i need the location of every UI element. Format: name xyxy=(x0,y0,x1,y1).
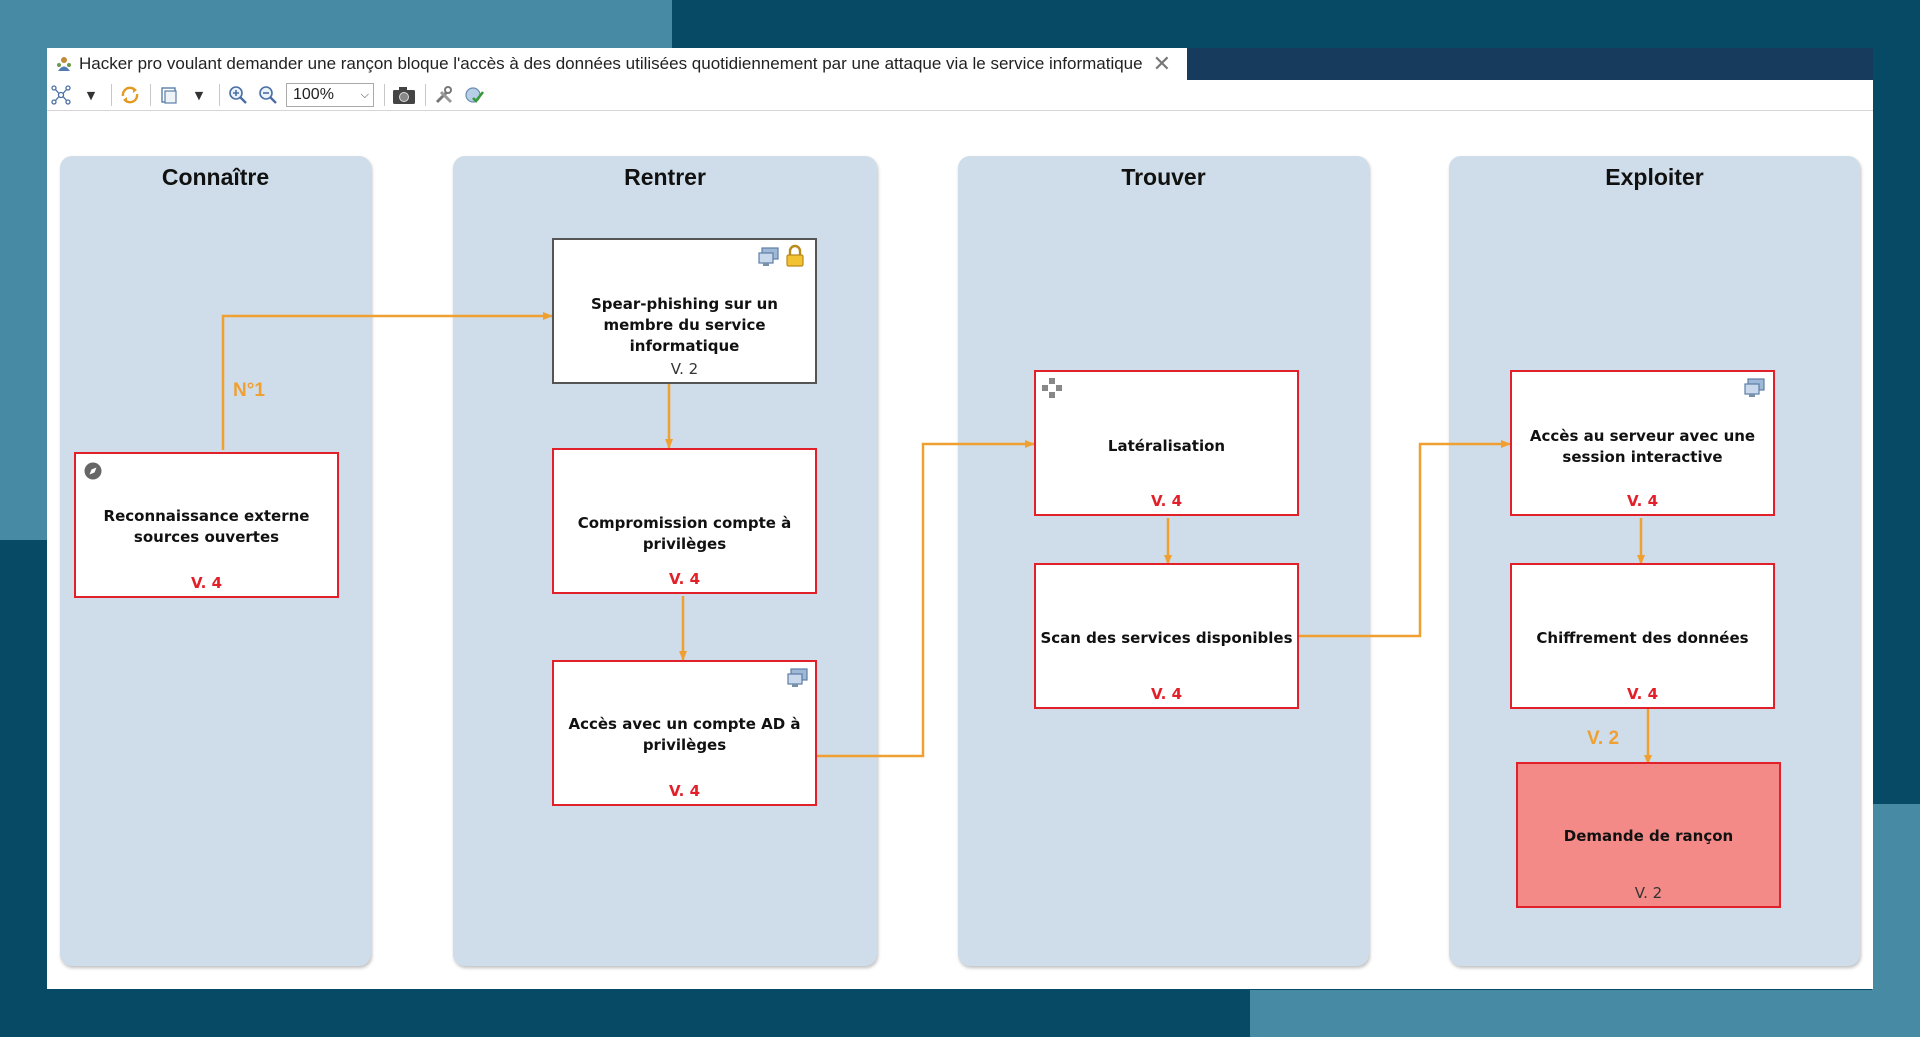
node-version: V. 4 xyxy=(1150,685,1183,703)
computer-icon xyxy=(1743,377,1767,403)
users-icon xyxy=(55,55,73,73)
node-version: V. 4 xyxy=(1150,492,1183,510)
lock-icon xyxy=(784,244,806,272)
tab-bar: Hacker pro voulant demander une rançon b… xyxy=(47,48,1873,80)
edge-scan-serveur xyxy=(1297,440,1511,638)
editor-window: Hacker pro voulant demander une rançon b… xyxy=(47,48,1873,989)
zoom-select[interactable]: 100% ⌵ xyxy=(286,83,374,107)
copy-dropdown-icon[interactable]: ▼ xyxy=(194,88,204,102)
separator xyxy=(150,84,151,106)
compass-icon xyxy=(83,461,103,485)
node-label: Demande de rançon xyxy=(1563,827,1734,845)
node-label: Reconnaissance externe sources ouvertes xyxy=(103,507,310,546)
lane-title: Rentrer xyxy=(624,164,706,190)
node-acces-ad[interactable]: Accès avec un compte AD à privilèges V. … xyxy=(552,660,817,806)
edges-layer xyxy=(221,312,1652,765)
node-acces-serveur[interactable]: Accès au serveur avec une session intera… xyxy=(1510,370,1775,516)
lane-trouver: Trouver xyxy=(958,156,1369,966)
diagram-canvas: Connaître Rentrer Trouver Exploiter xyxy=(47,110,1873,989)
node-demande-rancon[interactable]: Demande de rançon V. 2 xyxy=(1516,762,1781,908)
background-block xyxy=(1872,804,1920,1004)
edge-label: N°1 xyxy=(233,380,265,401)
lane-title: Exploiter xyxy=(1605,164,1704,190)
node-version: V. 2 xyxy=(1634,884,1663,902)
separator xyxy=(219,84,220,106)
camera-icon[interactable] xyxy=(391,82,417,108)
globe-check-icon[interactable] xyxy=(462,82,486,108)
close-icon[interactable]: ✕ xyxy=(1152,51,1172,76)
zoom-in-icon[interactable] xyxy=(226,82,250,108)
node-version: V. 4 xyxy=(668,782,701,800)
node-label: Latéralisation xyxy=(1107,437,1226,455)
node-label: Spear-phishing sur un membre du service … xyxy=(591,295,778,355)
toolbar: ▼ ▼ 100% ⌵ xyxy=(47,80,1873,111)
node-label: Compromission compte à privilèges xyxy=(577,514,792,553)
node-label: Chiffrement des données xyxy=(1536,629,1749,647)
move-icon xyxy=(1041,377,1063,403)
tab-attack-scenario[interactable]: Hacker pro voulant demander une rançon b… xyxy=(47,48,1187,80)
refresh-icon[interactable] xyxy=(118,82,142,108)
node-version: V. 4 xyxy=(668,570,701,588)
node-reconnaissance[interactable]: Reconnaissance externe sources ouvertes … xyxy=(74,452,339,598)
lane-title: Trouver xyxy=(1121,164,1206,190)
background-block xyxy=(1250,990,1920,1037)
computer-icon xyxy=(757,246,781,272)
node-scan-services[interactable]: Scan des services disponibles V. 4 xyxy=(1034,563,1299,709)
layout-icon[interactable] xyxy=(49,82,73,108)
node-spear-phishing[interactable]: Spear-phishing sur un membre du service … xyxy=(552,238,817,384)
node-version: V. 4 xyxy=(190,574,223,592)
separator xyxy=(425,84,426,106)
chevron-down-icon: ⌵ xyxy=(360,88,369,101)
node-chiffrement[interactable]: Chiffrement des données V. 4 xyxy=(1510,563,1775,709)
edge-label: V. 2 xyxy=(1587,728,1620,749)
separator xyxy=(111,84,112,106)
node-label: Scan des services disponibles xyxy=(1040,629,1293,647)
edge-reco-spear xyxy=(221,312,553,450)
node-compromission[interactable]: Compromission compte à privilèges V. 4 xyxy=(552,448,817,594)
separator xyxy=(384,84,385,106)
node-version: V. 4 xyxy=(1626,492,1659,510)
tools-icon[interactable] xyxy=(432,82,456,108)
node-version: V. 4 xyxy=(1626,685,1659,703)
copy-icon[interactable] xyxy=(157,82,181,108)
lane-title: Connaître xyxy=(161,164,270,190)
tab-title: Hacker pro voulant demander une rançon b… xyxy=(79,54,1143,73)
zoom-value: 100% xyxy=(293,86,334,103)
node-label: Accès au serveur avec une session intera… xyxy=(1529,427,1756,466)
node-version: V. 2 xyxy=(670,360,699,378)
computer-icon xyxy=(786,667,810,693)
layout-dropdown-icon[interactable]: ▼ xyxy=(86,88,96,102)
zoom-out-icon[interactable] xyxy=(256,82,280,108)
node-lateralisation[interactable]: Latéralisation V. 4 xyxy=(1034,370,1299,516)
edge-accesad-lat xyxy=(816,440,1035,758)
node-label: Accès avec un compte AD à privilèges xyxy=(568,715,801,754)
